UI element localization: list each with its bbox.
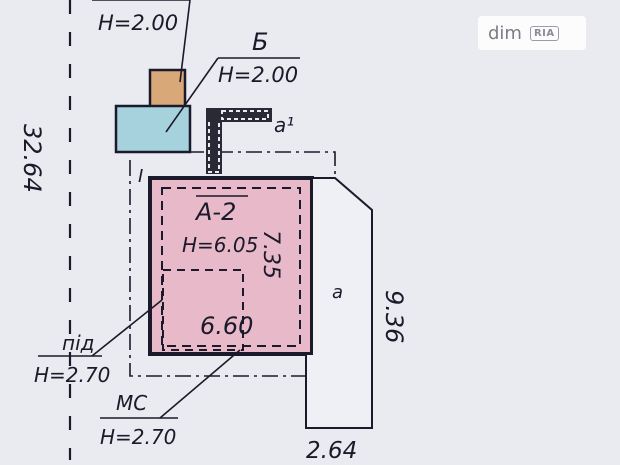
site-outline	[129, 151, 336, 377]
leader-pid	[91, 299, 163, 357]
annex-a-name-label: a	[332, 282, 343, 303]
basement-area	[162, 269, 244, 351]
watermark-logo: dim RIA	[478, 16, 586, 50]
leader-top	[179, 0, 191, 83]
annex-b-name-label: Б	[252, 28, 268, 56]
annex-a	[305, 177, 373, 429]
dim-735-label: 7.35	[258, 230, 283, 279]
top-block	[148, 68, 187, 110]
watermark-brand: dim	[488, 22, 522, 44]
mc-height-label: H=2.70	[100, 425, 176, 449]
pid-name-label: під	[62, 331, 94, 355]
dim-264-label: 2.64	[306, 438, 357, 460]
leader-b	[165, 57, 219, 133]
building-a2-inner-outline	[161, 187, 301, 347]
dim-936-label: 9.36	[380, 290, 408, 343]
passage-a1-hatch-horizontal	[221, 110, 269, 120]
dim-3264-label: 32.64	[18, 124, 46, 193]
building-a2	[148, 176, 314, 356]
watermark-badge: RIA	[529, 25, 559, 41]
top-block-height-label: H=2.00	[98, 11, 178, 35]
pid-height-label: H=2.70	[34, 363, 110, 387]
mc-name-label: МС	[116, 391, 147, 415]
mark-i-label: I	[138, 166, 143, 187]
annex-b-height-label: H=2.00	[218, 63, 298, 87]
passage-a1-label: a¹	[274, 113, 294, 137]
building-a2-height-label: H=6.05	[182, 233, 258, 257]
building-a2-name-label: А-2	[194, 198, 236, 226]
annex-b	[114, 104, 192, 154]
dim-660-label: 6.60	[200, 312, 253, 340]
leader-mc	[159, 349, 241, 419]
